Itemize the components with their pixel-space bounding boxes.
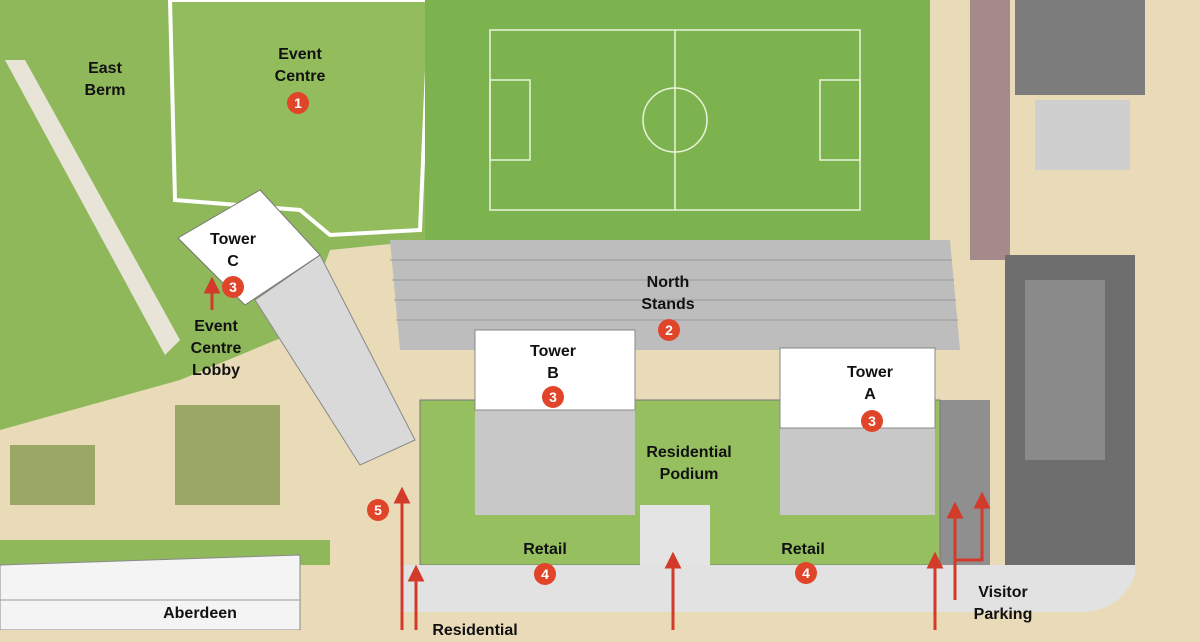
label-retail: Retail [523, 541, 567, 558]
label-aberdeen: Aberdeen [163, 605, 237, 622]
marker-3: 3 [222, 276, 244, 298]
label-residential: Residential [432, 622, 518, 639]
label-east-berm: East Berm [84, 60, 126, 99]
marker-3: 3 [861, 410, 883, 432]
planter [10, 445, 95, 505]
marker-1: 1 [287, 92, 309, 114]
marker-2: 2 [658, 319, 680, 341]
marker-4: 4 [795, 562, 817, 584]
label-tower-a: Tower A [847, 364, 893, 403]
north-stands [390, 240, 960, 350]
tower-b-body [475, 395, 635, 515]
highrise [1015, 0, 1145, 95]
label-residential-podium: Residential Podium [646, 444, 732, 483]
label-tower-c: Tower C [210, 231, 256, 270]
marker-4: 4 [534, 563, 556, 585]
marker-5: 5 [367, 499, 389, 521]
label-visitor-parking: Visitor Parking [973, 584, 1033, 623]
stadium-field [425, 0, 930, 245]
planter [175, 405, 280, 505]
paving [400, 565, 1135, 612]
aberdeen-building [0, 554, 301, 630]
event-centre-grass [167, 0, 433, 238]
east-stands [970, 0, 1010, 260]
tower-a-body [780, 420, 935, 515]
tower-a [779, 347, 936, 429]
label-tower-b: Tower B [530, 343, 576, 382]
label-north-stands: North Stands [641, 274, 695, 313]
path [5, 60, 180, 355]
label-event-centre-lobby: Event Centre Lobby [190, 318, 242, 379]
label-event-centre: Event Centre [274, 46, 326, 85]
marker-3: 3 [542, 386, 564, 408]
label-retail: Retail [781, 541, 825, 558]
